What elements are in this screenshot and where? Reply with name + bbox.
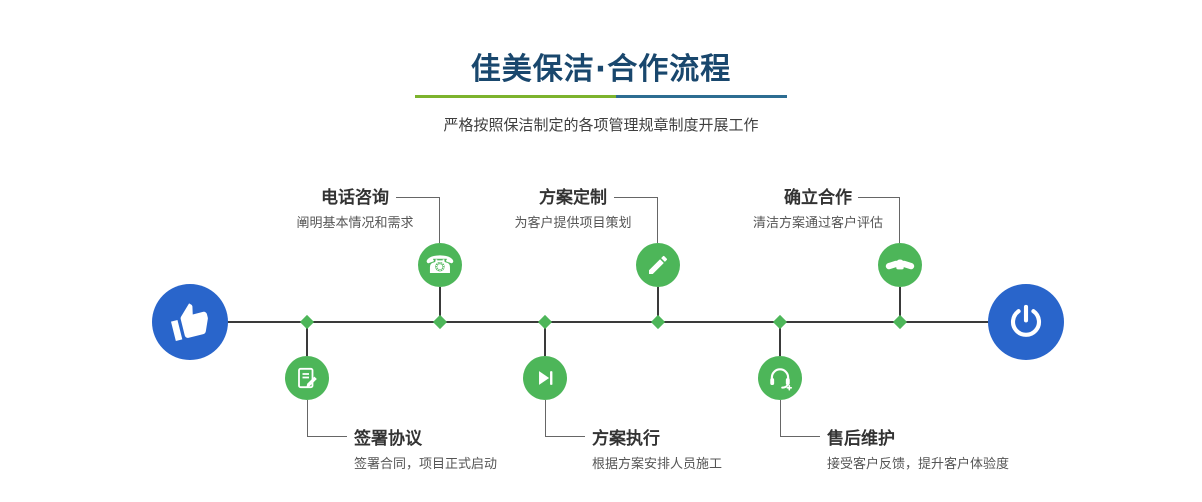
- label-connector: [396, 197, 440, 243]
- label-connector: [614, 197, 658, 243]
- label-connector: [545, 400, 585, 437]
- connector-stem: [779, 323, 781, 356]
- connector-stem: [544, 323, 546, 356]
- power-icon: [1010, 304, 1042, 337]
- label-connector: [307, 400, 347, 437]
- step-label-sign-agreement: 签署协议 签署合同，项目正式启动: [354, 429, 497, 473]
- connector-stem: [306, 323, 308, 356]
- step-node-phone-consult: ☎: [418, 243, 462, 287]
- step-desc: 为客户提供项目策划: [514, 216, 632, 231]
- step-label-phone-consult: 电话咨询 阐明基本情况和需求: [270, 188, 440, 232]
- step-desc: 阐明基本情况和需求: [296, 216, 414, 231]
- step-node-plan-custom: [636, 243, 680, 287]
- label-connector: [858, 197, 900, 243]
- phone-icon: ☎: [425, 251, 455, 279]
- step-desc: 接受客户反馈，提升客户体验度: [827, 457, 1010, 472]
- timeline-start-node: [152, 284, 228, 360]
- play-next-icon: [539, 371, 553, 385]
- timeline-diamond: [537, 314, 553, 330]
- step-label-plan-execute: 方案执行 根据方案安排人员施工: [592, 429, 722, 473]
- step-title: 电话咨询: [321, 188, 389, 208]
- handshake-icon: [885, 259, 915, 270]
- step-node-plan-execute: [523, 356, 567, 400]
- title-divider: [415, 95, 787, 98]
- step-title: 方案执行: [592, 429, 660, 449]
- connector-stem: [657, 287, 659, 321]
- step-desc: 根据方案安排人员施工: [592, 457, 723, 472]
- step-node-aftersales: [758, 356, 802, 400]
- page-title: 佳美保洁·合作流程: [470, 52, 732, 87]
- timeline-diamond: [772, 314, 788, 330]
- step-desc: 签署合同，项目正式启动: [354, 457, 498, 472]
- timeline-diamond: [892, 314, 908, 330]
- label-connector: [780, 400, 820, 437]
- document-sign-icon: [298, 367, 317, 389]
- timeline-end-node: [988, 284, 1064, 360]
- step-desc: 清洁方案通过客户评估: [752, 216, 883, 231]
- timeline-diamond: [299, 314, 315, 330]
- step-title: 确立合作: [784, 188, 852, 208]
- step-title: 售后维护: [827, 429, 895, 449]
- step-node-sign-agreement: [285, 356, 329, 400]
- step-title: 方案定制: [539, 188, 607, 208]
- timeline-diamond: [432, 314, 448, 330]
- step-label-plan-custom: 方案定制 为客户提供项目策划: [488, 188, 658, 232]
- step-title: 签署协议: [354, 429, 422, 449]
- step-label-aftersales: 售后维护 接受客户反馈，提升客户体验度: [827, 429, 1009, 473]
- timeline-axis: [190, 321, 1028, 323]
- step-label-establish-coop: 确立合作 清洁方案通过客户评估: [733, 188, 903, 232]
- step-node-establish-coop: [878, 243, 922, 287]
- pointing-hand-icon: [171, 303, 208, 341]
- connector-stem: [439, 287, 441, 321]
- connector-stem: [899, 287, 901, 321]
- pencil-icon: [649, 255, 668, 274]
- page-subtitle: 严格按照保洁制定的各项管理规章制度开展工作: [443, 116, 759, 134]
- timeline-diamond: [650, 314, 666, 330]
- headset-plus-icon: [770, 368, 793, 391]
